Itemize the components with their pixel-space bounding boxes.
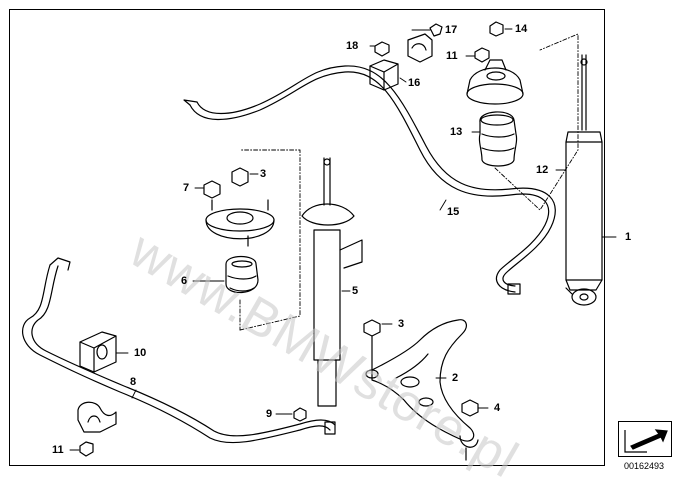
part-label-6: 6 <box>181 275 188 287</box>
arrow-navigation-icon[interactable] <box>618 421 672 457</box>
part-label-17: 17 <box>445 24 458 36</box>
part-label-1: 1 <box>625 231 632 243</box>
front-bump-stop <box>225 255 259 294</box>
stabilizer-bushing-rear <box>369 59 399 91</box>
part-label-11-rear: 11 <box>446 50 458 62</box>
part-label-9: 9 <box>266 408 273 420</box>
front-strut-mount <box>203 167 275 247</box>
part-label-14: 14 <box>515 23 528 35</box>
front-strut <box>301 157 363 407</box>
rear-stabilizer-bar <box>183 65 556 295</box>
stabilizer-clamp-rear <box>374 23 443 63</box>
part-label-12: 12 <box>536 164 549 176</box>
nut-front-clamp <box>79 441 94 457</box>
part-label-4: 4 <box>494 402 501 414</box>
rear-strut-mount <box>466 21 524 105</box>
nuts-lower <box>293 319 479 422</box>
part-label-15: 15 <box>447 206 460 218</box>
part-label-5: 5 <box>352 285 359 297</box>
document-number: 00162493 <box>624 461 665 471</box>
part-label-8: 8 <box>130 376 137 388</box>
part-label-10: 10 <box>134 347 147 359</box>
diagram-frame <box>9 9 605 466</box>
front-control-arm <box>365 319 479 461</box>
part-label-3a: 3 <box>260 168 267 180</box>
part-label-2: 2 <box>452 372 459 384</box>
part-label-13: 13 <box>450 126 463 138</box>
part-label-7: 7 <box>183 182 190 194</box>
rear-bump-stop <box>478 111 518 167</box>
leader-lines <box>69 28 617 451</box>
front-stabilizer-bar <box>22 257 336 444</box>
stabilizer-clamp-front <box>77 401 117 433</box>
stabilizer-bushing-front <box>79 331 117 373</box>
part-label-11-front: 11 <box>52 444 64 456</box>
rear-shock-absorber <box>565 54 603 306</box>
part-label-16: 16 <box>408 77 421 89</box>
arrow-icon-graphic <box>624 429 668 453</box>
part-label-18: 18 <box>346 40 359 52</box>
part-label-3b: 3 <box>398 318 405 330</box>
